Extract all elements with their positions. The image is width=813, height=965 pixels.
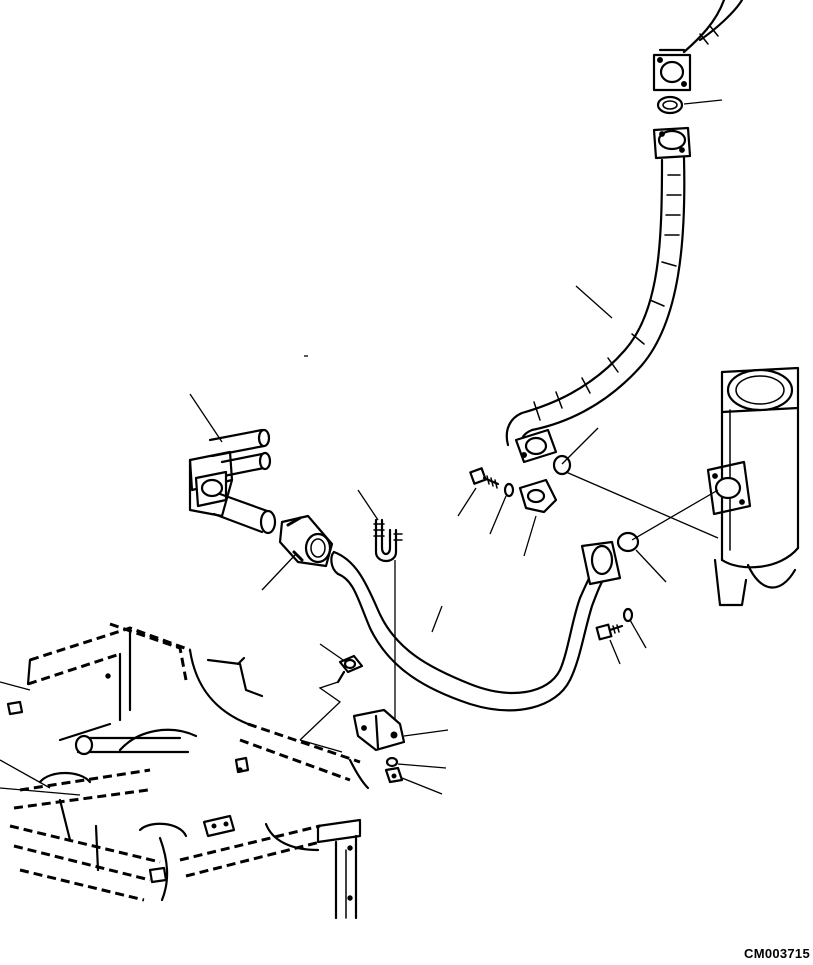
engine-frame	[6, 622, 370, 920]
hose-clamp-bolt	[469, 467, 500, 489]
pipe-flange-bolt	[595, 623, 624, 641]
upper-flange-gasket	[656, 95, 684, 115]
support-bracket	[352, 708, 406, 752]
u-bolt	[373, 518, 403, 720]
exhaust-upper-tube	[682, 0, 744, 54]
muffler-inlet-gasket	[616, 531, 640, 553]
hose-lower-clamp-half	[518, 478, 558, 514]
hose-flange-gasket	[552, 454, 572, 476]
pipe-coupling-clamp	[278, 514, 334, 568]
turbo-outlet-elbow	[188, 428, 277, 535]
hose-clamp-washer	[503, 482, 515, 498]
hose-flange-clamp	[514, 428, 558, 464]
leader-lines	[0, 99, 723, 796]
muffler	[706, 366, 800, 607]
lock-washer	[385, 756, 399, 768]
nut	[384, 766, 404, 784]
exhaust-pipe	[330, 540, 622, 712]
upper-flange	[652, 48, 692, 92]
pipe-flange-washer	[622, 607, 634, 623]
flexible-exhaust-hose	[505, 126, 692, 452]
drawing-code: CM003715	[744, 946, 810, 961]
bracket-bolt	[336, 654, 364, 684]
